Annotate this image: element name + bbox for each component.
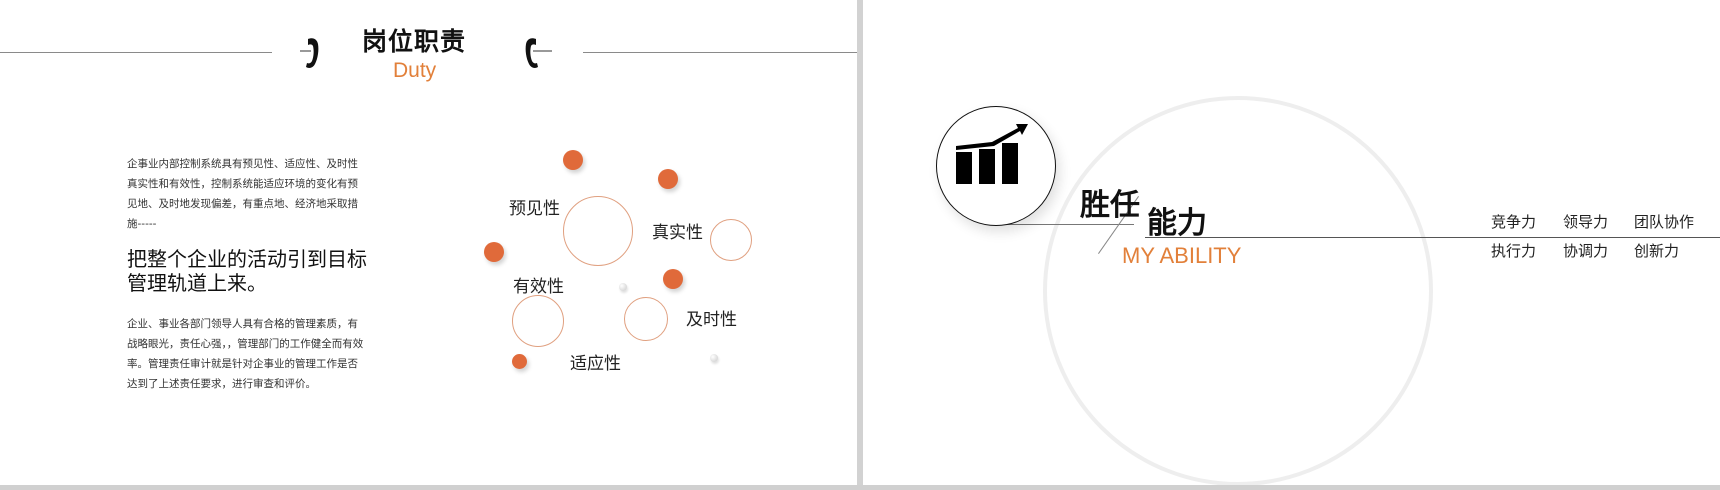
telephone-icon	[525, 38, 552, 68]
attribute-label: 预见性	[509, 199, 560, 219]
growth-chart-icon	[956, 124, 1028, 184]
header-line-right	[583, 52, 857, 53]
heading-part1: 胜任	[1080, 188, 1140, 223]
skill-item: 执行力	[1491, 242, 1537, 260]
icon-badge	[936, 106, 1056, 226]
slide-duty[interactable]: 岗位职责 Duty 企事业内部控制系统具有预见性、适应性、及时性真实性和有效性，…	[0, 0, 857, 485]
bottom-band	[0, 485, 1720, 490]
icon-connector-line	[996, 224, 1134, 225]
slide-divider	[857, 0, 863, 490]
skill-item: 团队协作	[1634, 213, 1695, 231]
orange-dot	[663, 269, 683, 289]
gray-dot	[619, 283, 627, 291]
orange-dot	[512, 354, 527, 369]
highlight-text: 把整个企业的活动引到目标管理轨道上来。	[127, 247, 367, 295]
ring-circle	[512, 295, 564, 347]
skill-item: 竞争力	[1491, 213, 1537, 231]
intro-paragraph: 企事业内部控制系统具有预见性、适应性、及时性真实性和有效性，控制系统能适应环境的…	[127, 158, 358, 230]
telephone-icon	[300, 38, 319, 68]
detail-paragraph: 企业、事业各部门领导人具有合格的管理素质，有战略眼光，责任心强，，管理部门的工作…	[127, 318, 364, 390]
gray-dot	[710, 354, 718, 362]
ring-circle	[563, 196, 633, 266]
heading-underline	[1145, 237, 1720, 238]
attribute-label: 及时性	[686, 310, 737, 330]
skill-item: 协调力	[1563, 242, 1609, 260]
orange-dot	[563, 150, 583, 170]
attribute-label: 真实性	[652, 223, 703, 243]
skill-item: 领导力	[1563, 213, 1609, 231]
heading-part2: 能力	[1147, 206, 1207, 241]
subheading: MY ABILITY	[1122, 243, 1242, 268]
ring-circle	[710, 219, 752, 261]
attribute-label: 适应性	[570, 354, 621, 374]
orange-dot	[484, 242, 504, 262]
skill-item: 创新力	[1634, 242, 1680, 260]
page-title: 岗位职责	[362, 27, 467, 56]
background-circle	[1043, 96, 1433, 485]
slide-ability[interactable]: 胜任 能力 MY ABILITY 竞争力 领导力 团队协作 执行力 协调力 创新…	[863, 0, 1720, 485]
orange-dot	[658, 169, 678, 189]
page-subtitle: Duty	[393, 59, 437, 82]
attribute-label: 有效性	[513, 277, 564, 297]
ring-circle	[624, 297, 668, 341]
header-line-left	[0, 52, 272, 53]
